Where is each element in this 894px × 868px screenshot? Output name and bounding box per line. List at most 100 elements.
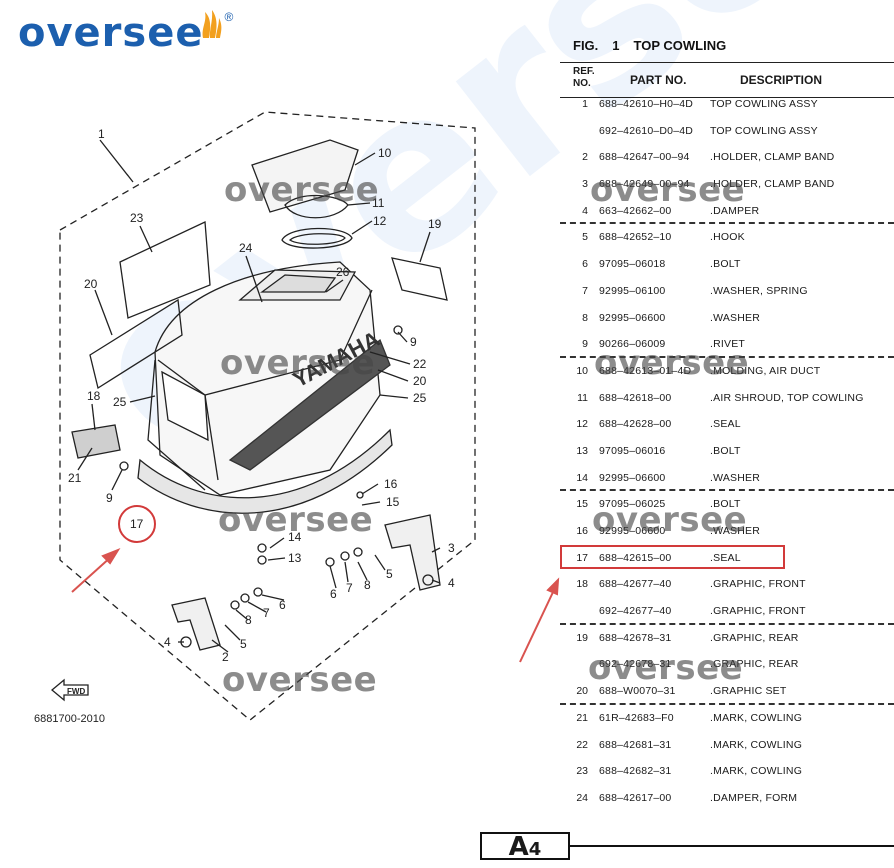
figure-title: FIG. 1 TOP COWLING [573, 38, 726, 53]
watermark: oversee [220, 343, 376, 383]
callout: 14 [288, 530, 302, 544]
cell-desc: .BOLT [710, 258, 741, 271]
callout: 3 [448, 541, 455, 555]
cell-part: 692–42677–40 [599, 605, 672, 618]
cell-desc: .HOLDER, CLAMP BAND [710, 151, 835, 164]
header-ref: REF.NO. [573, 66, 595, 89]
cell-part: 92995–06600 [599, 311, 666, 324]
cell-desc: .GRAPHIC SET [710, 685, 787, 698]
callout: 9 [410, 335, 417, 349]
cell-part: 688–42649–00–94 [599, 178, 690, 191]
cell-desc: .WASHER [710, 311, 761, 324]
cell-ref: 17 [576, 551, 588, 564]
callout: 1 [98, 127, 105, 141]
cell-part: 688–42681–31 [599, 738, 672, 751]
callout: 12 [373, 214, 387, 228]
callout: 4 [164, 635, 171, 649]
callout: 6 [279, 598, 286, 612]
registered-mark: ® [224, 10, 234, 24]
cell-ref: 22 [576, 738, 588, 751]
cell-desc: TOP COWLING ASSY [710, 98, 818, 110]
callout: 19 [428, 217, 442, 231]
cell-ref: 15 [576, 498, 588, 511]
cell-desc: .WASHER, SPRING [710, 284, 808, 297]
cell-desc: .MARK, COWLING [710, 765, 803, 778]
cell-part: 688–42678–31 [599, 631, 672, 644]
cell-part: 692–42610–D0–4D [599, 124, 694, 137]
cell-ref: 20 [576, 685, 588, 698]
cell-part: 688–W0070–31 [599, 685, 676, 698]
cell-part: 688–42618–00 [599, 391, 672, 404]
callout: 17 [130, 517, 144, 531]
cell-desc: .HOLDER, CLAMP BAND [710, 178, 835, 191]
cell-part: 90266–06009 [599, 338, 666, 351]
watermark: oversee [590, 170, 746, 210]
callout: 13 [288, 551, 302, 565]
cell-desc: .MOLDING, AIR DUCT [710, 364, 821, 377]
callout: 26 [336, 265, 350, 279]
callout: 5 [240, 637, 247, 651]
cell-part: 688–42647–00–94 [599, 151, 690, 164]
callout: 20 [413, 374, 427, 388]
header-desc: DESCRIPTION [740, 73, 823, 87]
cell-desc: .DAMPER [710, 204, 760, 217]
table-row: 20 688–W0070–31 .GRAPHIC SET [560, 677, 894, 705]
cell-part: 97095–06016 [599, 444, 666, 457]
callout: 25 [113, 395, 127, 409]
cell-ref: 1 [582, 98, 588, 110]
cell-desc: .BOLT [710, 498, 741, 511]
callout: 6 [330, 587, 337, 601]
cell-ref: 23 [576, 765, 588, 778]
table-row: 692–42678–31.GRAPHIC, REAR [560, 650, 894, 677]
page-tag: A4 [480, 832, 570, 860]
callout: 8 [364, 578, 371, 592]
cell-ref: 9 [582, 338, 588, 351]
cell-desc: .RIVET [710, 338, 746, 351]
cell-ref: 6 [582, 258, 588, 271]
table-header: REF.NO. PART NO. DESCRIPTION [560, 62, 894, 98]
watermark: oversee [588, 648, 744, 688]
highlight-box [560, 545, 785, 569]
cell-part: 97095–06025 [599, 498, 666, 511]
red-arrow-left [71, 547, 121, 593]
cell-desc: .SEAL [710, 418, 741, 431]
page-letter: A [508, 832, 529, 862]
callout: 9 [106, 491, 113, 505]
table-row: 692–42677–40.GRAPHIC, FRONT [560, 597, 894, 625]
brand-logo: oversee ® [18, 10, 233, 56]
cell-desc: .GRAPHIC, REAR [710, 631, 799, 644]
cell-desc: .DAMPER, FORM [710, 791, 798, 804]
cell-ref: 24 [576, 791, 588, 804]
table-row: 4 663–42662–00 .DAMPER [560, 197, 894, 225]
cell-desc: .BOLT [710, 444, 741, 457]
cell-part: 92995–06600 [599, 471, 666, 484]
callout: 20 [84, 277, 98, 291]
logo-text: oversee [18, 10, 204, 56]
cell-part: 663–42662–00 [599, 204, 672, 217]
diagram-code: 6881700-2010 [34, 713, 105, 725]
cell-ref: 11 [577, 391, 588, 404]
cell-desc: .AIR SHROUD, TOP COWLING [710, 391, 864, 404]
table-row: 15 97095–06025 .BOLT [560, 490, 894, 517]
cell-ref: 10 [576, 364, 588, 377]
cell-ref: 4 [582, 204, 588, 217]
svg-text:FWD: FWD [67, 687, 85, 696]
exploded-parts-diagram: YAMAHA 1 10 11 12 19 23 24 26 20 9 22 20… [50, 111, 476, 721]
table-row: 9 90266–06009 .RIVET [560, 330, 894, 358]
callout: 21 [68, 471, 82, 485]
callout: 7 [263, 606, 270, 620]
cell-part: 92995–06100 [599, 284, 666, 297]
